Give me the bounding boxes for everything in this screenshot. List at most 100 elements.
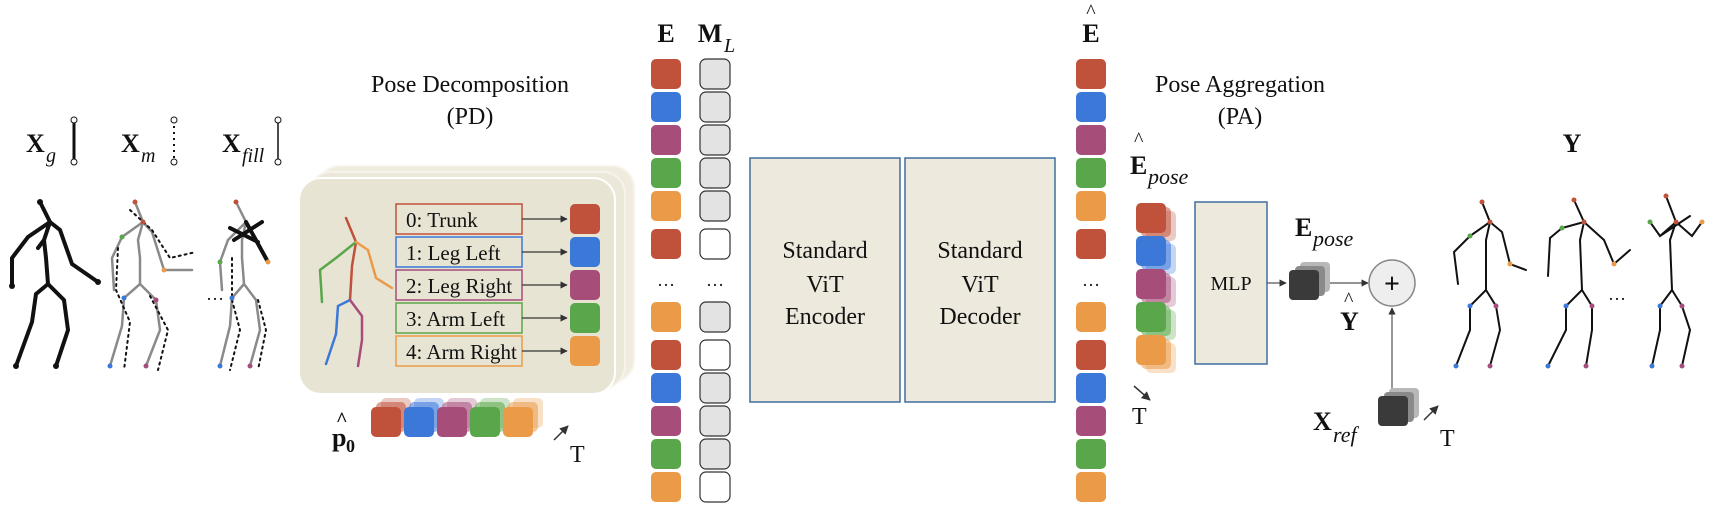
xref-time-label: T bbox=[1440, 426, 1455, 452]
epose-hat-stack bbox=[1136, 203, 1176, 373]
p0-token-arm-right bbox=[503, 407, 533, 437]
e-column-token bbox=[651, 229, 681, 259]
input-ellipsis: … bbox=[206, 284, 224, 304]
legend-thin-line bbox=[274, 116, 282, 166]
ehat-column-token bbox=[1076, 59, 1106, 89]
mask-slot-visible bbox=[699, 339, 731, 371]
part-token-trunk bbox=[570, 204, 600, 234]
part-token-arm-left bbox=[570, 303, 600, 333]
ehat-column-token bbox=[1076, 406, 1106, 436]
e-column-token bbox=[651, 302, 681, 332]
y-output-label: Y bbox=[1563, 129, 1582, 158]
pa-subtitle: (PA) bbox=[1218, 104, 1262, 130]
mlp-block: MLP bbox=[1194, 201, 1268, 365]
epose-hat-token-arm-right bbox=[1136, 335, 1166, 365]
ehat-token-column: … bbox=[1076, 59, 1106, 502]
xref-stack bbox=[1378, 388, 1419, 426]
ehat-column-token bbox=[1076, 302, 1106, 332]
x-m-subscript: m bbox=[141, 145, 155, 167]
ehat-column-token bbox=[1076, 373, 1106, 403]
output-ellipsis: … bbox=[1608, 284, 1626, 304]
e-column-token bbox=[651, 59, 681, 89]
part-label-leg-right: 2: Leg Right bbox=[406, 274, 512, 298]
mask-column: … bbox=[699, 58, 731, 503]
encoder-line1: Standard bbox=[782, 238, 867, 264]
mask-slot-masked bbox=[699, 157, 731, 189]
ehat-column-token bbox=[1076, 472, 1106, 502]
mask-slot-masked bbox=[699, 190, 731, 222]
p0-token-leg-left bbox=[404, 407, 434, 437]
plus-symbol: + bbox=[1384, 269, 1400, 300]
p0-subscript: 0 bbox=[346, 436, 355, 456]
p0-label: p bbox=[332, 423, 346, 452]
part-label-arm-left: 3: Arm Left bbox=[406, 307, 505, 331]
pd-time-arrow bbox=[553, 425, 569, 441]
e-column-token bbox=[651, 125, 681, 155]
ehat-column-token bbox=[1076, 439, 1106, 469]
x-g-label: X bbox=[26, 129, 45, 158]
mask-slot-visible bbox=[699, 228, 731, 260]
vit-encoder: Standard ViT Encoder bbox=[749, 157, 901, 403]
e-column-token bbox=[651, 373, 681, 403]
e-token-column: … bbox=[651, 59, 681, 502]
mask-slot-visible bbox=[699, 471, 731, 503]
part-label-arm-right: 4: Arm Right bbox=[406, 340, 517, 364]
epose-subscript: pose bbox=[1311, 226, 1354, 251]
e-column-label: E bbox=[657, 19, 674, 48]
ehat-column-token bbox=[1076, 92, 1106, 122]
ehat-column-token bbox=[1076, 158, 1106, 188]
m-column-label: M bbox=[698, 19, 723, 48]
x-g-subscript: g bbox=[46, 145, 56, 167]
epose-hat-token-trunk bbox=[1136, 203, 1166, 233]
p0-token-arm-left bbox=[470, 407, 500, 437]
p0-hat: ^ bbox=[336, 409, 348, 431]
mask-slot-masked bbox=[699, 438, 731, 470]
legend-dotted-line bbox=[170, 116, 178, 166]
x-m-label: X bbox=[121, 129, 140, 158]
plus-node: + bbox=[1368, 259, 1416, 307]
e-column-dots: … bbox=[657, 270, 675, 290]
ehat-column-token bbox=[1076, 191, 1106, 221]
mask-slot-masked bbox=[699, 405, 731, 437]
output-skeleton-1 bbox=[1452, 199, 1527, 369]
e-column-token bbox=[651, 406, 681, 436]
epose-hat-hat: ^ bbox=[1134, 129, 1144, 151]
vit-decoder: Standard ViT Decoder bbox=[904, 157, 1056, 403]
input-filled-skeleton bbox=[217, 199, 271, 371]
output-skeleton-3 bbox=[1647, 193, 1705, 369]
yhat-hat: ^ bbox=[1344, 289, 1354, 311]
xref-time-arrow bbox=[1423, 405, 1439, 421]
encoder-line3: Encoder bbox=[785, 304, 865, 330]
pd-subtitle: (PD) bbox=[447, 104, 494, 130]
epose-hat-token-leg-left bbox=[1136, 236, 1166, 266]
pd-time-label: T bbox=[570, 442, 585, 468]
ehat-column-token bbox=[1076, 125, 1106, 155]
x-fill-label: X bbox=[222, 129, 241, 158]
mask-slot-masked bbox=[699, 91, 731, 123]
epose-hat-label: E bbox=[1130, 151, 1147, 180]
pd-title: Pose Decomposition bbox=[371, 72, 569, 98]
epose-hat-token-leg-right bbox=[1136, 269, 1166, 299]
epose-label: E bbox=[1295, 213, 1312, 242]
ehat-hat: ^ bbox=[1086, 1, 1096, 23]
e-column-token bbox=[651, 472, 681, 502]
epose-hat-subscript: pose bbox=[1146, 164, 1189, 189]
yhat-label: Y bbox=[1340, 307, 1359, 336]
m-column-subscript: L bbox=[723, 35, 735, 57]
e-column-token bbox=[651, 340, 681, 370]
pa-title: Pose Aggregation bbox=[1155, 72, 1325, 98]
ehat-column-token bbox=[1076, 340, 1106, 370]
part-label-leg-left: 1: Leg Left bbox=[406, 241, 501, 265]
mask-slot-masked bbox=[699, 124, 731, 156]
p0-token-trunk bbox=[371, 407, 401, 437]
pd-colored-skeleton bbox=[318, 216, 394, 368]
pa-time-arrow bbox=[1133, 385, 1151, 401]
p0-token-leg-right bbox=[437, 407, 467, 437]
epose-stack bbox=[1289, 262, 1330, 300]
ehat-column-token bbox=[1076, 229, 1106, 259]
ehat-column-dots: … bbox=[1082, 270, 1100, 290]
pd-panel bbox=[298, 165, 635, 395]
